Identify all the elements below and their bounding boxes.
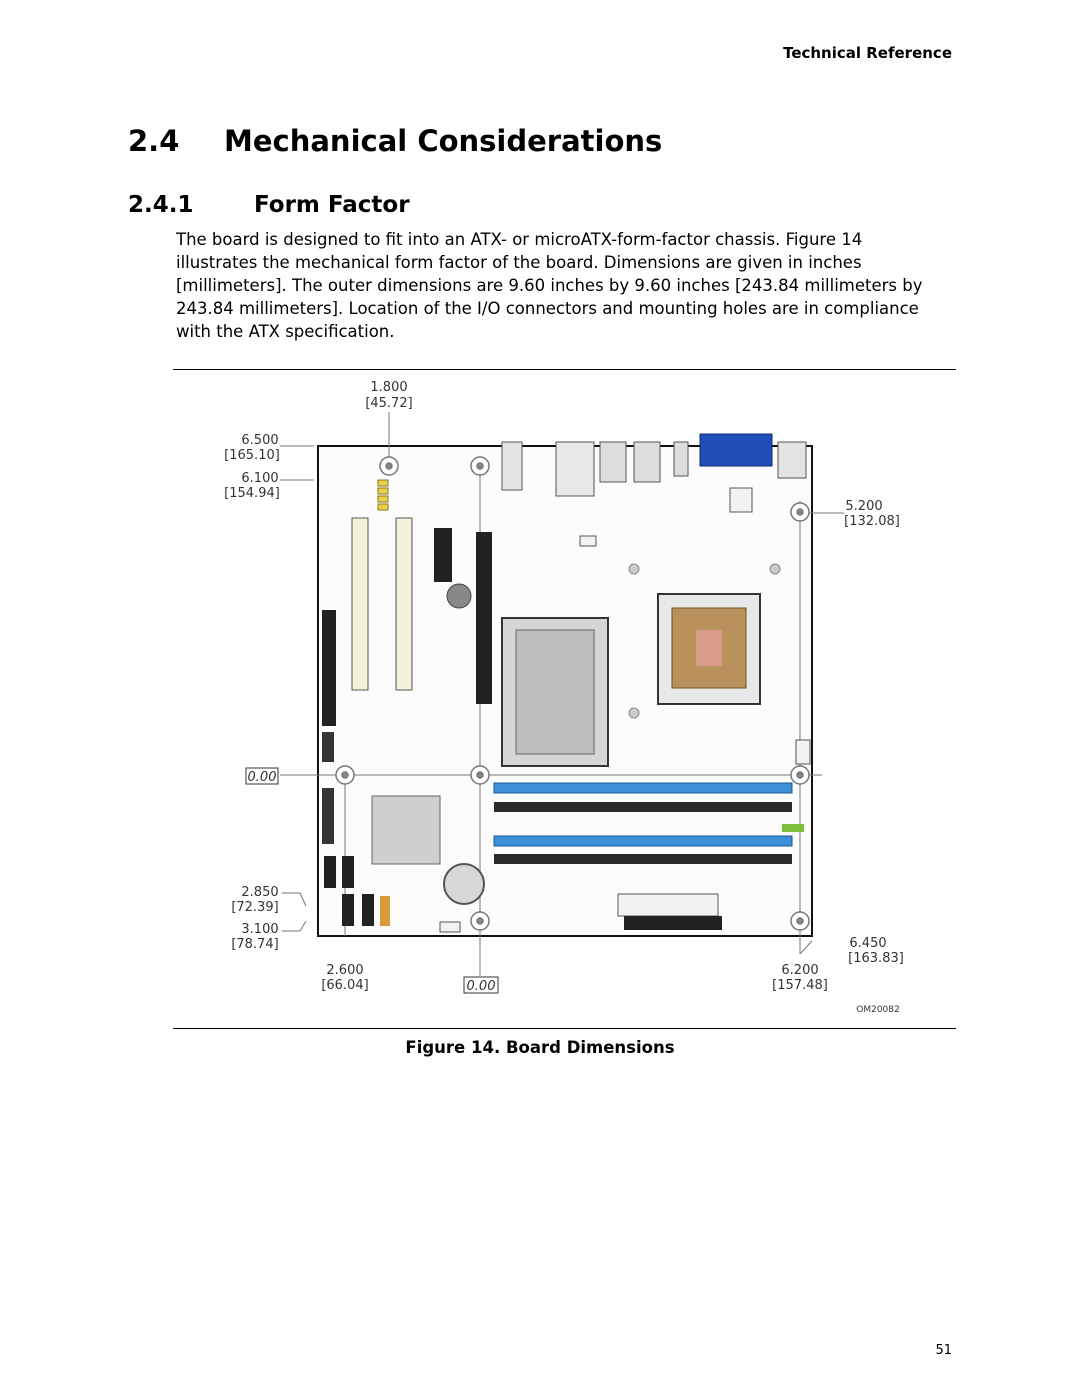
dim-left-lower2-inch: 3.100	[241, 922, 278, 937]
section-number: 2.4	[128, 124, 180, 158]
section-heading: 2.4 Mechanical Considerations	[128, 124, 662, 158]
dim-top-hole-mm: [45.72]	[365, 396, 412, 411]
page-number: 51	[935, 1343, 952, 1358]
dim-right-bottom-inch: 6.450	[849, 936, 886, 951]
subsection-heading: 2.4.1 Form Factor	[128, 192, 410, 218]
northbridge-heatsink	[501, 617, 609, 767]
dim-top-hole-inch: 1.800	[370, 380, 407, 395]
dim-left-top-inch: 6.500	[241, 433, 278, 448]
board-diagram: 1.800 [45.72] 6.500 [165.10] 6.100 [154.…	[224, 380, 904, 1015]
dim-right-hole-inch: 5.200	[845, 499, 882, 514]
dimension-labels: 1.800 [45.72] 6.500 [165.10] 6.100 [154.…	[224, 380, 904, 1015]
dim-right-hole-mm: [132.08]	[844, 514, 900, 529]
io-connectors	[501, 433, 807, 513]
figure-bottom-rule	[173, 1028, 956, 1029]
atx-power-connector	[617, 893, 722, 930]
board-dimensions-figure: 1.800 [45.72] 6.500 [165.10] 6.100 [154.…	[222, 376, 906, 1016]
mounting-holes	[335, 456, 810, 931]
pci-slots	[351, 517, 597, 704]
section-title: Mechanical Considerations	[224, 124, 663, 158]
battery	[443, 863, 485, 905]
dim-left-top2-inch: 6.100	[241, 471, 278, 486]
dim-bottom-left-inch: 2.600	[326, 963, 363, 978]
figure-caption: Figure 14. Board Dimensions	[405, 1038, 675, 1057]
fan-header	[439, 921, 461, 933]
drawing-id: OM20082	[856, 1005, 899, 1015]
ide-header	[322, 610, 336, 726]
sata-connectors	[324, 856, 374, 926]
dim-left-lower-mm: [72.39]	[231, 900, 278, 915]
subsection-number: 2.4.1	[128, 192, 194, 218]
dim-left-lower-inch: 2.850	[241, 885, 278, 900]
dim-left-lower2-mm: [78.74]	[231, 937, 278, 952]
dim-left-top-mm: [165.10]	[224, 448, 280, 463]
body-paragraph: The board is designed to fit into an ATX…	[176, 230, 923, 341]
dim-bottom-right-inch: 6.200	[781, 963, 818, 978]
cpu-socket	[628, 563, 811, 765]
dimm-slots	[493, 782, 804, 864]
front-panel-headers	[322, 732, 390, 926]
dim-bottom-right-mm: [157.48]	[772, 978, 828, 993]
dim-right-bottom-mm: [163.83]	[848, 951, 904, 966]
running-head: Technical Reference	[783, 44, 952, 62]
dim-origin-y: 0.00	[248, 770, 277, 785]
southbridge-heatsink	[371, 795, 441, 865]
dim-origin-x: 0.00	[467, 979, 496, 994]
subsection-title: Form Factor	[254, 192, 410, 218]
yellow-header	[377, 479, 389, 511]
figure-top-rule	[173, 369, 956, 370]
dim-bottom-left-mm: [66.04]	[321, 978, 368, 993]
dim-left-top2-mm: [154.94]	[224, 486, 280, 501]
